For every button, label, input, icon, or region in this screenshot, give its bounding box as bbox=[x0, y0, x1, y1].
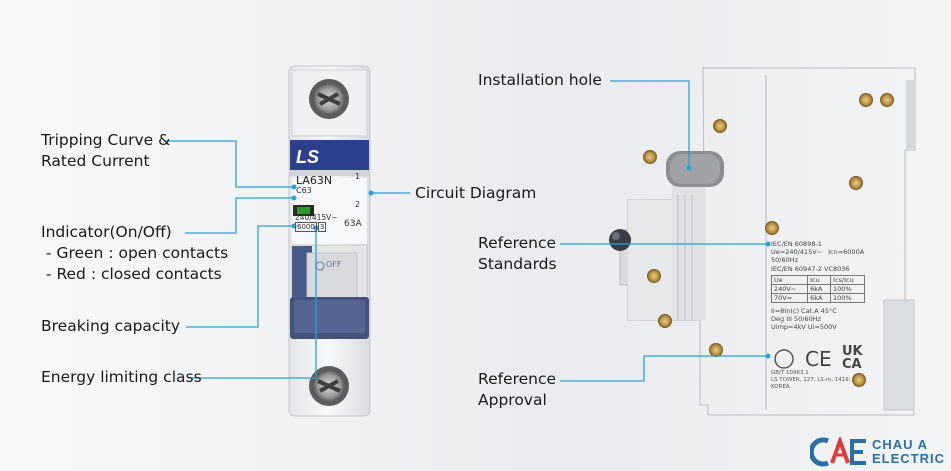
watermark-logo: CHAU A ELECTRIC bbox=[810, 437, 945, 467]
label-reference-standards: Reference Standards bbox=[478, 233, 557, 275]
front-voltage-label: 240/415V~ bbox=[295, 213, 338, 222]
table-cell: 240V~ bbox=[770, 284, 809, 294]
callout-lines bbox=[164, 80, 768, 382]
table-header-cell: Ics/Icu bbox=[830, 275, 865, 285]
front-terminal-1: 1 bbox=[355, 172, 361, 181]
ce-mark: CE bbox=[805, 347, 832, 371]
front-breaking-capacity-box: 6000 3 bbox=[295, 222, 327, 232]
watermark-line1: CHAU A bbox=[872, 437, 929, 452]
side-std1: IEC/EN 60898-1 bbox=[771, 240, 822, 248]
ukca-mark-2: CA bbox=[842, 357, 862, 372]
side-std2: IEC/EN 60947-2 VC8036 bbox=[771, 265, 850, 273]
label-circuit-diagram: Circuit Diagram bbox=[415, 184, 537, 202]
label-installation-hole: Installation hole bbox=[478, 71, 602, 89]
side-label-block: IEC/EN 60898-1 Ue=240/415V~ Icn=6000A 50… bbox=[770, 240, 886, 331]
side-spec2: Deg III 50/60Hz bbox=[771, 315, 822, 323]
side-address-block: GB/T 10963.1 LS TOWER, 127, LS-ro, 1419,… bbox=[771, 370, 851, 391]
side-spec3: Uimp=4kV Ui=500V bbox=[771, 323, 837, 331]
label-energy-limiting-class: Energy limiting class bbox=[41, 368, 202, 386]
front-curve-label: C63 bbox=[296, 186, 312, 195]
side-gb: GB/T 10963.1 bbox=[771, 370, 809, 376]
side-rating-table: Ue Icu Ics/Icu 240V~ 6kA 100% 70V= 6kA 1… bbox=[770, 275, 865, 303]
side-ratings-a: Ue=240/415V~ bbox=[771, 248, 823, 256]
side-ratings-b: Icn=6000A bbox=[828, 248, 865, 256]
label-reference-approval: Reference Approval bbox=[478, 369, 556, 411]
watermark-line2: ELECTRIC bbox=[872, 451, 945, 466]
label-indicator-green: - Green : open contacts bbox=[41, 244, 229, 262]
label-reference-approval-line1: Reference bbox=[478, 370, 557, 388]
table-header-cell: Ue bbox=[770, 275, 809, 285]
front-breaking-value: 6000 bbox=[295, 222, 317, 232]
label-indicator: Indicator(On/Off) - Green : open contact… bbox=[41, 222, 228, 285]
breaker-side-view: CE UK CA bbox=[609, 67, 916, 416]
label-reference-standards-line1: Reference bbox=[478, 234, 557, 252]
label-indicator-red: - Red : closed contacts bbox=[41, 265, 222, 283]
callout-dots bbox=[291, 165, 771, 359]
label-reference-approval-line2: Approval bbox=[478, 391, 547, 409]
label-breaking-capacity: Breaking capacity bbox=[41, 317, 181, 335]
table-cell: 6kA bbox=[807, 293, 832, 303]
side-addr1: LS TOWER, 127, LS-ro, 1419, bbox=[771, 377, 851, 383]
table-cell: 100% bbox=[830, 284, 865, 294]
label-tripping-curve-line1: Tripping Curve & bbox=[41, 131, 171, 149]
side-addr2: KOREA bbox=[771, 384, 790, 390]
side-spec1: Ii=8In(c) Cat.A 45°C bbox=[771, 307, 837, 315]
breaker-front-view: LS bbox=[288, 65, 371, 417]
label-indicator-title: Indicator(On/Off) bbox=[41, 223, 172, 241]
brass-rivets bbox=[643, 93, 894, 387]
label-reference-standards-line2: Standards bbox=[478, 255, 557, 273]
table-cell: 6kA bbox=[807, 284, 832, 294]
cae-logo-icon bbox=[810, 437, 866, 467]
front-terminal-2: 2 bbox=[355, 200, 361, 209]
label-tripping-curve: Tripping Curve & Rated Current bbox=[41, 130, 170, 172]
table-cell: 70V= bbox=[770, 293, 809, 303]
ls-logo: LS bbox=[296, 147, 319, 167]
table-header-cell: Icu bbox=[807, 275, 832, 285]
side-freq: 50/60Hz bbox=[771, 256, 799, 264]
front-model-label: LA63N bbox=[296, 174, 333, 187]
ukca-mark-1: UK bbox=[842, 344, 864, 359]
table-cell: 100% bbox=[830, 293, 865, 303]
front-switch-state: OFF bbox=[326, 260, 342, 269]
front-rating-label: 63A bbox=[344, 219, 362, 229]
label-tripping-curve-line2: Rated Current bbox=[41, 152, 150, 170]
front-class-value: 3 bbox=[317, 222, 327, 232]
